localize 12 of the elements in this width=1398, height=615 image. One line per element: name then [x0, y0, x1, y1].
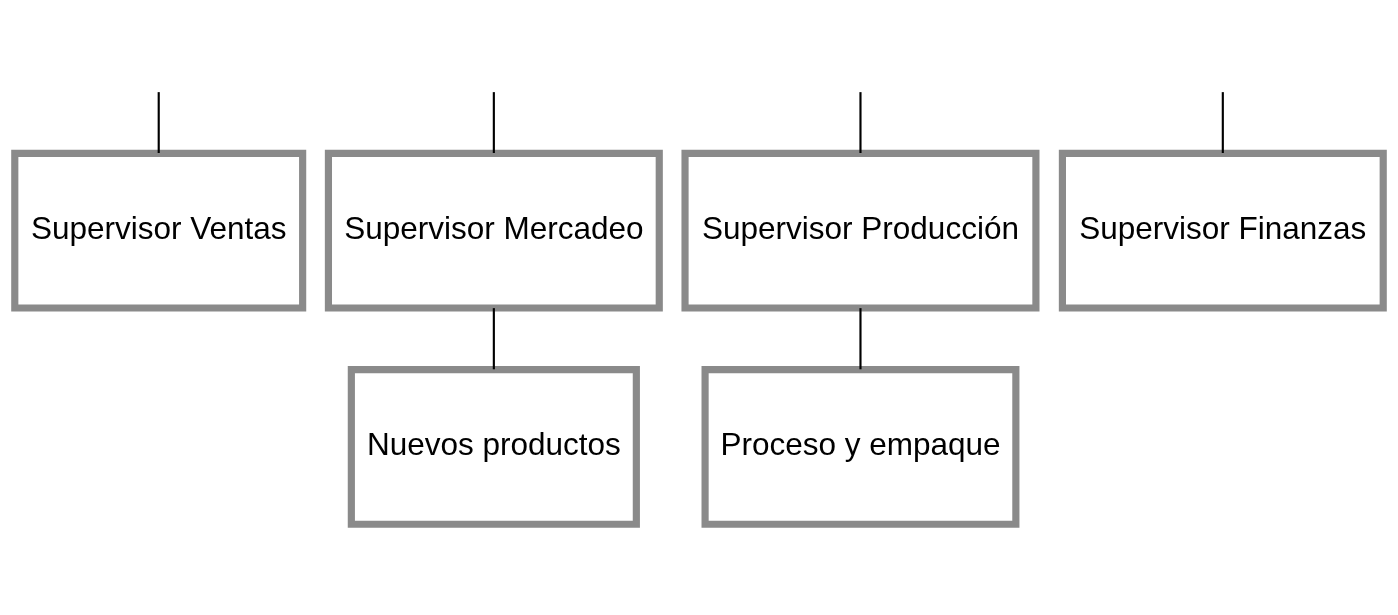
node-box: Nuevos productos — [347, 366, 640, 528]
node-box: Proceso y empaque — [701, 366, 1020, 528]
node-box: Supervisor Ventas — [11, 149, 307, 312]
connector — [859, 92, 862, 154]
connector — [157, 92, 160, 154]
connector — [492, 92, 495, 154]
connector — [1221, 92, 1224, 154]
connector — [859, 308, 862, 370]
node-box: Supervisor Producción — [681, 149, 1040, 312]
node-box: Supervisor Finanzas — [1058, 149, 1387, 312]
connector — [492, 308, 495, 370]
node-box: Supervisor Mercadeo — [324, 149, 663, 312]
